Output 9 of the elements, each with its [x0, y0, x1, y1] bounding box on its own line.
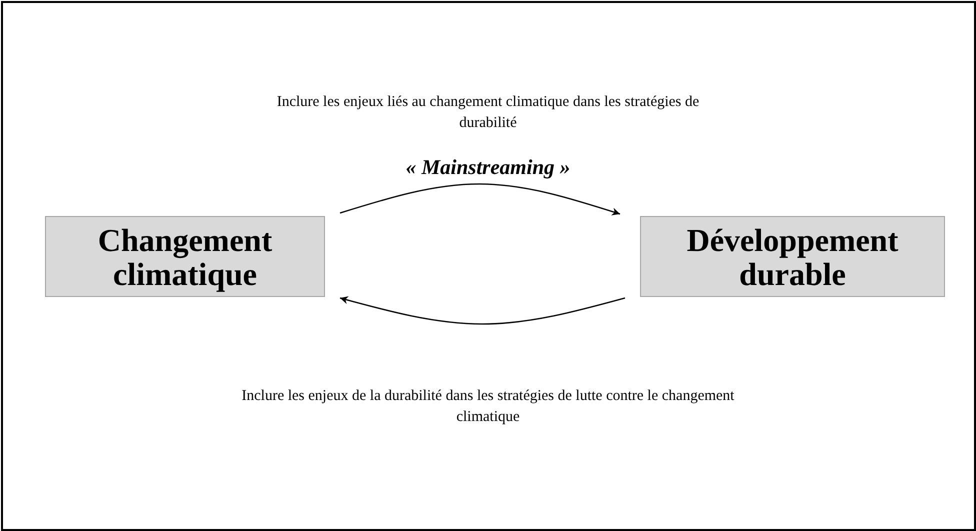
- box-title: Changement climatique: [96, 222, 274, 290]
- heading-text: « Mainstreaming »: [404, 154, 572, 181]
- curved-arrow: [340, 296, 626, 325]
- description-text: Inclure les enjeux liés au changement climatique dans les stratégies de durabilité: [276, 93, 700, 133]
- description-text: Inclure les enjeux de la durabilité dans les stratégies de lutte contre le changement climatique: [240, 387, 736, 427]
- concept-box: [45, 216, 325, 297]
- box-title: Développement durable: [686, 222, 900, 290]
- curved-arrow: [340, 183, 620, 216]
- concept-box: [640, 216, 945, 297]
